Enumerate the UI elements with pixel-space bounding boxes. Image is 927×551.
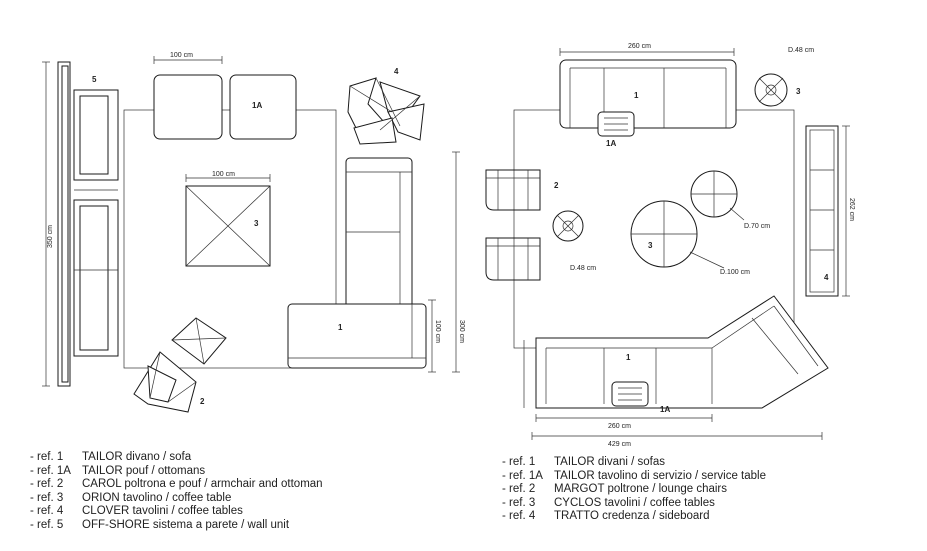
legend-item: - ref. 1A TAILOR pouf / ottomans xyxy=(30,465,323,479)
dim-100-table: 100 cm xyxy=(212,171,235,178)
legend-ref: - ref. 1A xyxy=(30,464,71,477)
ref-1-label: 1 xyxy=(338,323,343,332)
ref-1-bottom-label: 1 xyxy=(626,353,631,362)
ref-1a-bottom-label: 1A xyxy=(660,405,670,414)
wall-unit xyxy=(57,61,119,387)
legend-text: TRATTO credenza / sideboard xyxy=(554,510,710,522)
legend-item: - ref. 1 TAILOR divani / sofas xyxy=(502,456,766,470)
ref-1a-label: 1A xyxy=(252,101,262,110)
dim-300: 300 cm xyxy=(458,320,465,343)
ref-2-right-label: 2 xyxy=(554,181,559,190)
legend-ref: - ref. 4 xyxy=(30,505,64,517)
legend-ref: - ref. 1 xyxy=(502,456,536,468)
tratto-sideboard xyxy=(805,125,839,297)
legend-ref: - ref. 3 xyxy=(502,496,536,509)
legend-text: CYCLOS tavolini / coffee tables xyxy=(554,496,715,509)
left-plan: 5 350 cm 100 cm 1A 100 cm 3 xyxy=(42,52,465,413)
d48-top-label: D.48 cm xyxy=(788,47,814,54)
legend-ref: - ref. 4 xyxy=(502,510,536,522)
dim-100-top: 100 cm xyxy=(170,52,193,59)
dim-262: 262 cm xyxy=(848,198,855,221)
legend-item: - ref. 4 CLOVER tavolini / coffee tables xyxy=(30,505,323,519)
legend-item: - ref. 3 ORION tavolino / coffee table xyxy=(30,492,323,506)
ref-3-top-label: 3 xyxy=(796,87,801,96)
legend-ref: - ref. 5 xyxy=(30,518,64,531)
legend-text: CLOVER tavolini / coffee tables xyxy=(82,505,243,517)
ref-1a-top-label: 1A xyxy=(606,139,616,148)
ref-1-top-label: 1 xyxy=(634,91,639,100)
legend-item: - ref. 3 CYCLOS tavolini / coffee tables xyxy=(502,497,766,511)
ref-3-big-label: 3 xyxy=(648,241,653,250)
clover-tables xyxy=(347,77,425,145)
legend-text: TAILOR pouf / ottomans xyxy=(82,464,206,477)
d70-label: D.70 cm xyxy=(744,223,770,230)
legend-item: - ref. 4 TRATTO credenza / sideboard xyxy=(502,510,766,524)
legend-text: CAROL poltrona e pouf / armchair and ott… xyxy=(82,478,323,490)
ref-5-label: 5 xyxy=(92,75,97,84)
dim-260-top: 260 cm xyxy=(628,43,651,50)
legend-text: ORION tavolino / coffee table xyxy=(82,491,232,504)
ref-2-label: 2 xyxy=(200,397,205,406)
legend-item: - ref. 1A TAILOR tavolino di servizio / s… xyxy=(502,470,766,484)
margot-chairs xyxy=(485,169,541,281)
top-sofa xyxy=(559,59,737,137)
left-sofa xyxy=(287,157,427,369)
legend-item: - ref. 2 CAROL poltrona e pouf / armchair… xyxy=(30,478,323,492)
ref-4-right-label: 4 xyxy=(824,273,829,282)
legend-item: - ref. 5 OFF-SHORE sistema a parete / wal… xyxy=(30,519,323,533)
legend-left: - ref. 1 TAILOR divano / sofa - ref. 1A TAI… xyxy=(30,451,323,532)
legend-text: TAILOR divano / sofa xyxy=(82,451,192,463)
legend-item: - ref. 2 MARGOT poltrone / lounge chairs xyxy=(502,483,766,497)
dim-350: 350 cm xyxy=(47,225,54,248)
dim-100-side: 100 cm xyxy=(434,320,441,343)
legend-text: OFF-SHORE sistema a parete / wall unit xyxy=(82,518,290,531)
legend-text: TAILOR divani / sofas xyxy=(554,456,665,468)
legend-text: TAILOR tavolino di servizio / service ta… xyxy=(554,469,766,482)
dim-260-bottom: 260 cm xyxy=(608,423,631,430)
legend-ref: - ref. 1 xyxy=(30,451,64,463)
ref-4-label: 4 xyxy=(394,67,399,76)
ref-3-label: 3 xyxy=(254,219,259,228)
ottoman-2 xyxy=(229,74,297,140)
legend-ref: - ref. 2 xyxy=(30,478,64,490)
legend-right: - ref. 1 TAILOR divani / sofas - ref. 1A TA… xyxy=(502,456,766,524)
right-plan: 260 cm 1 1A D.48 cm 3 xyxy=(485,43,855,448)
ottoman-1 xyxy=(153,74,223,140)
bottom-sofa xyxy=(535,295,829,409)
legend-text: MARGOT poltrone / lounge chairs xyxy=(554,483,728,495)
d100-label: D.100 cm xyxy=(720,269,750,276)
legend-item: - ref. 1 TAILOR divano / sofa xyxy=(30,451,323,465)
carol-armchair xyxy=(133,317,227,413)
legend-ref: - ref. 2 xyxy=(502,483,536,495)
d48-left-label: D.48 cm xyxy=(570,265,596,272)
legend-ref: - ref. 3 xyxy=(30,491,64,504)
legend-ref: - ref. 1A xyxy=(502,469,543,482)
dim-429: 429 cm xyxy=(608,441,631,448)
